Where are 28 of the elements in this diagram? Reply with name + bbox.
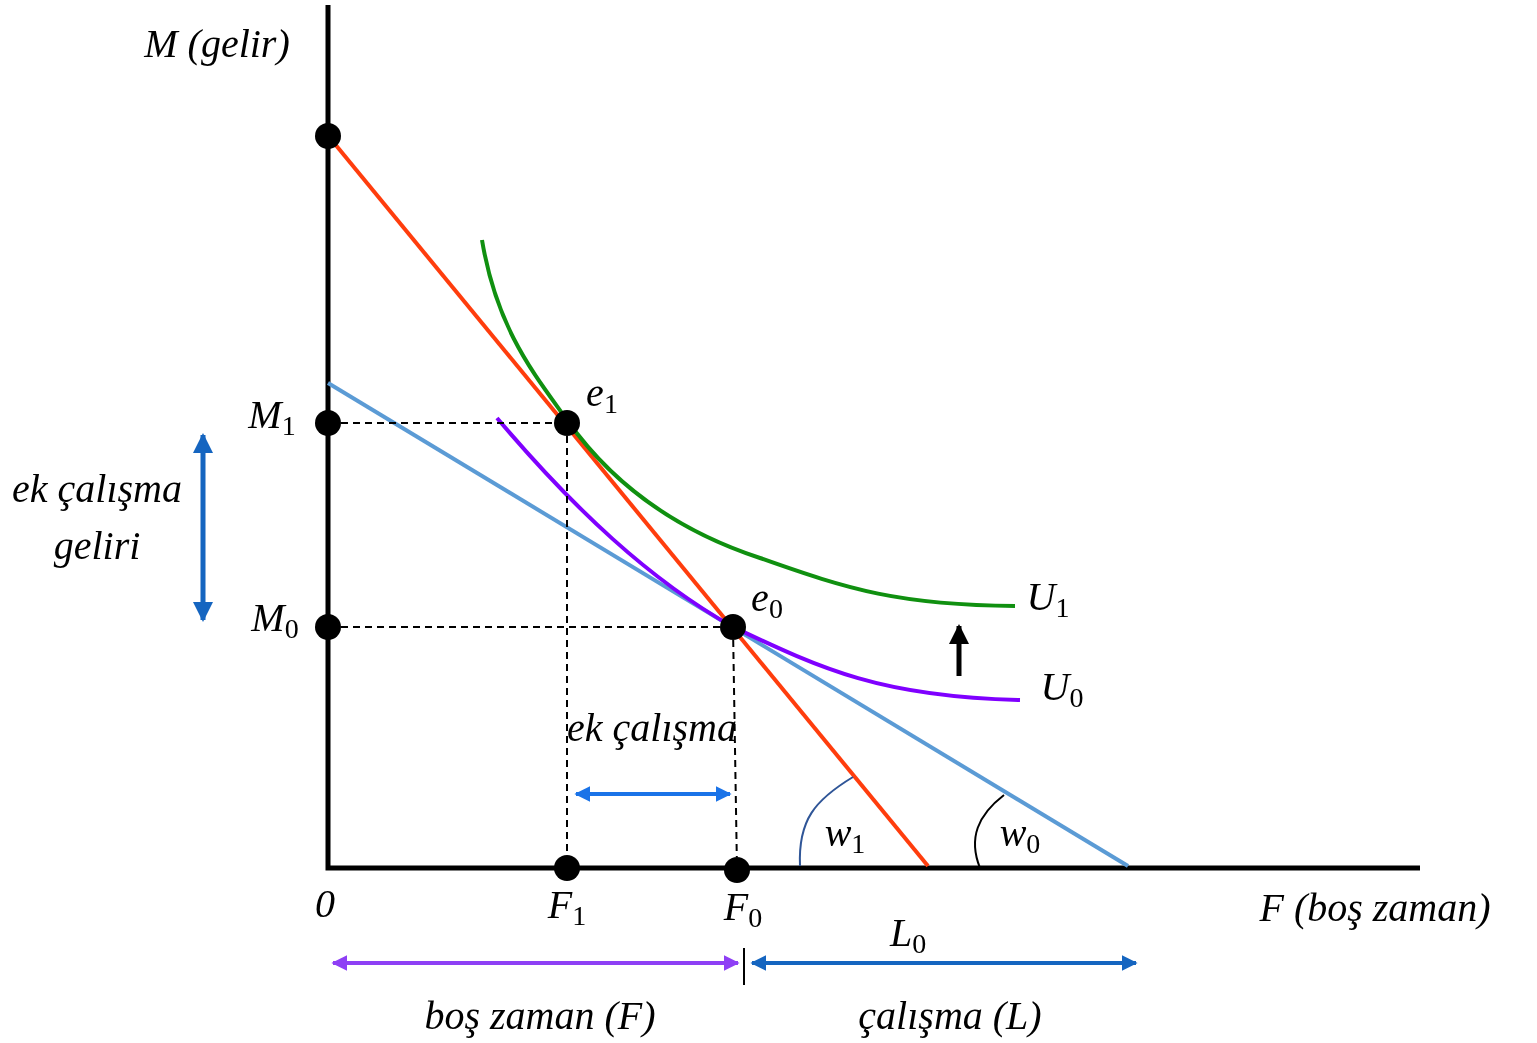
point-label: e$_{1}$ xyxy=(586,369,618,421)
point-marker xyxy=(315,614,341,640)
point-marker xyxy=(315,410,341,436)
axis-label: M (gelir) xyxy=(144,19,290,68)
axis-label: F (boş zaman) xyxy=(1259,883,1491,932)
curve-label: U$_{0}$ xyxy=(1040,663,1084,715)
point-marker xyxy=(554,855,580,881)
point-label: F$_{1}$ xyxy=(547,881,587,933)
angle-label: w$_{1}$ xyxy=(824,809,866,861)
measure-label: çalışma (L) xyxy=(858,991,1042,1040)
dashed-guide-line xyxy=(340,626,721,628)
point-marker xyxy=(315,123,341,149)
dashed-guide-line xyxy=(732,639,738,858)
point-label: F$_{0}$ xyxy=(723,883,763,935)
measure-label: ek çalışma geliri xyxy=(11,465,183,570)
measure-label: L$_{0}$ xyxy=(889,909,927,961)
origin-label: 0 xyxy=(315,879,335,928)
point-marker xyxy=(720,614,746,640)
point-marker xyxy=(724,857,750,883)
measure-label: ek çalışma xyxy=(566,703,738,752)
measure-label: boş zaman (F) xyxy=(424,991,656,1040)
point-label: M$_{0}$ xyxy=(251,594,299,646)
point-label: e$_{0}$ xyxy=(751,574,783,626)
dashed-guide-line xyxy=(340,422,555,424)
point-marker xyxy=(554,410,580,436)
angle-label: w$_{0}$ xyxy=(999,809,1041,861)
point-label: M$_{1}$ xyxy=(248,391,296,443)
curve-label: U$_{1}$ xyxy=(1026,573,1070,625)
